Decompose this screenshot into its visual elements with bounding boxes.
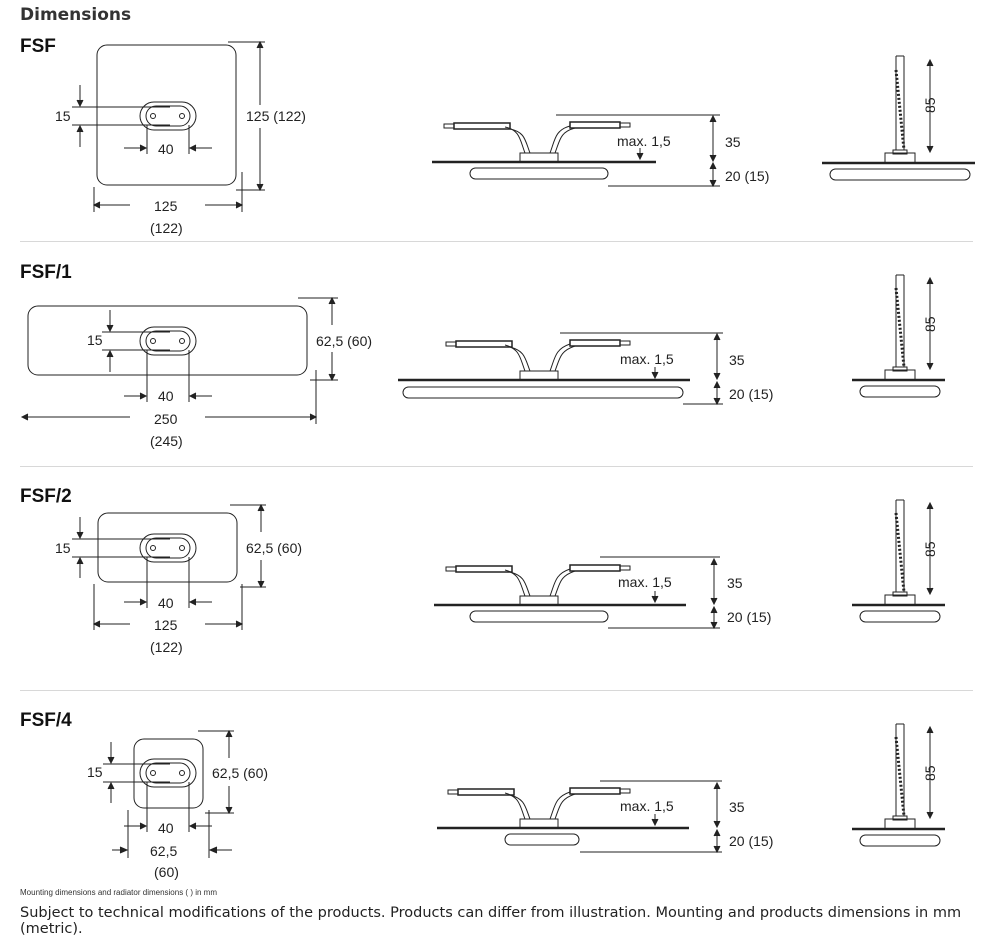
fsf4-stem-view: 85	[852, 723, 945, 847]
fsf1-below-panel: 20 (15)	[729, 386, 773, 402]
fsf-hole-offset: 15	[55, 108, 71, 124]
fsf4-width-radiator: (60)	[154, 864, 179, 880]
separator	[20, 690, 973, 691]
fsf-stem-height: 85	[922, 97, 938, 113]
fsf1-height: 62,5 (60)	[316, 333, 372, 349]
fsf-width-radiator: (122)	[150, 220, 183, 236]
fsf2-hole-spacing: 40	[158, 595, 174, 611]
fsf4-hole-offset: 15	[87, 764, 103, 780]
fsf2-stem-view: 85	[852, 499, 945, 623]
fsf-top-view: 15 40 125 (122) 125 (122)	[55, 40, 306, 236]
fsf1-side-view: max. 1,5 35 20 (15)	[398, 332, 773, 406]
model-title-fsf: FSF	[20, 36, 56, 57]
fsf4-width: 62,5	[150, 843, 177, 859]
fsf4-stem-height: 85	[922, 765, 938, 781]
fsf1-cable-max: max. 1,5	[620, 351, 674, 367]
fsf1-top-view: 15 40 250 (245) 62,5 (60)	[20, 296, 372, 449]
fsf2-height: 62,5 (60)	[246, 540, 302, 556]
fsf-stem-view: 85	[822, 55, 975, 181]
fsf1-width: 250	[154, 411, 178, 427]
fsf-side-view: max. 1,5 35 20 (15)	[432, 114, 769, 188]
fsf4-above-panel: 35	[729, 799, 745, 815]
fsf2-width: 125	[154, 617, 178, 633]
fsf2-side-view: max. 1,5 35 20 (15)	[434, 556, 771, 630]
dimensions-note: Mounting dimensions and radiator dimensi…	[20, 888, 217, 897]
model-title-fsf-4: FSF/4	[20, 710, 72, 731]
fsf-height: 125 (122)	[246, 108, 306, 124]
fsf-cable-max: max. 1,5	[617, 133, 671, 149]
fsf2-top-view: 15 40 125 (122) 62,5 (60)	[55, 503, 302, 655]
section-heading: Dimensions	[20, 5, 132, 25]
separator	[20, 241, 973, 242]
separator	[20, 466, 973, 467]
fsf1-hole-offset: 15	[87, 332, 103, 348]
fsf-below-panel: 20 (15)	[725, 168, 769, 184]
fsf2-stem-height: 85	[922, 541, 938, 557]
fsf1-stem-view: 85	[852, 274, 945, 398]
fsf2-width-radiator: (122)	[150, 639, 183, 655]
fsf4-side-view: max. 1,5 35 20 (15)	[437, 780, 773, 854]
fsf4-hole-spacing: 40	[158, 820, 174, 836]
footer-disclaimer: Subject to technical modifications of th…	[20, 905, 962, 937]
fsf2-hole-offset: 15	[55, 540, 71, 556]
fsf4-cable-max: max. 1,5	[620, 798, 674, 814]
fsf2-above-panel: 35	[727, 575, 743, 591]
fsf2-below-panel: 20 (15)	[727, 609, 771, 625]
fsf4-below-panel: 20 (15)	[729, 833, 773, 849]
fsf-hole-spacing: 40	[158, 141, 174, 157]
model-title-fsf-1: FSF/1	[20, 262, 72, 283]
fsf4-top-view: 15 40 62,5 (60) 62,5 (60)	[87, 729, 268, 880]
fsf-width: 125	[154, 198, 178, 214]
fsf1-hole-spacing: 40	[158, 388, 174, 404]
fsf2-cable-max: max. 1,5	[618, 574, 672, 590]
fsf1-stem-height: 85	[922, 316, 938, 332]
fsf1-width-radiator: (245)	[150, 433, 183, 449]
fsf-above-panel: 35	[725, 134, 741, 150]
fsf1-above-panel: 35	[729, 352, 745, 368]
fsf4-height: 62,5 (60)	[212, 765, 268, 781]
model-title-fsf-2: FSF/2	[20, 486, 72, 507]
